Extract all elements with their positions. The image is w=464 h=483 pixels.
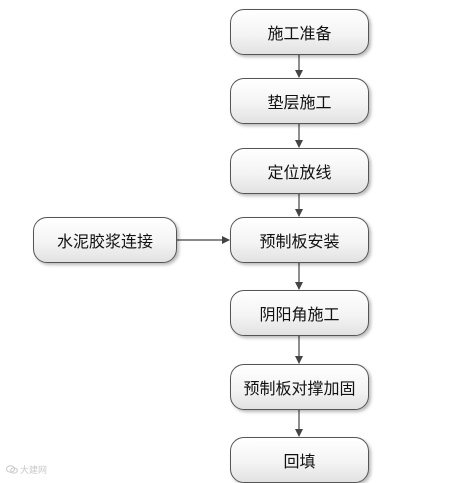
step-cushion-layer: 垫层施工: [230, 78, 369, 124]
step-label: 施工准备: [267, 24, 332, 43]
step-positioning-setout: 定位放线: [230, 148, 369, 194]
step-label: 垫层施工: [267, 93, 332, 112]
step-slab-bracing: 预制板对撑加固: [230, 364, 369, 410]
step-label: 预制板安装: [259, 232, 340, 251]
step-label: 定位放线: [267, 163, 332, 182]
watermark-text: 大建网: [20, 466, 48, 476]
watermark: 大建网: [6, 463, 47, 476]
step-label: 预制板对撑加固: [243, 379, 356, 398]
step-backfill: 回填: [230, 437, 369, 483]
side-input-label: 水泥胶浆连接: [56, 232, 153, 251]
step-construction-preparation: 施工准备: [230, 9, 369, 55]
step-label: 阴阳角施工: [259, 305, 340, 324]
wechat-logo-icon: [6, 465, 18, 474]
side-input-cement-mortar-connection: 水泥胶浆连接: [33, 217, 177, 263]
step-label: 回填: [283, 452, 316, 471]
step-precast-slab-installation: 预制板安装: [230, 217, 369, 263]
step-corner-construction: 阴阳角施工: [230, 290, 369, 336]
